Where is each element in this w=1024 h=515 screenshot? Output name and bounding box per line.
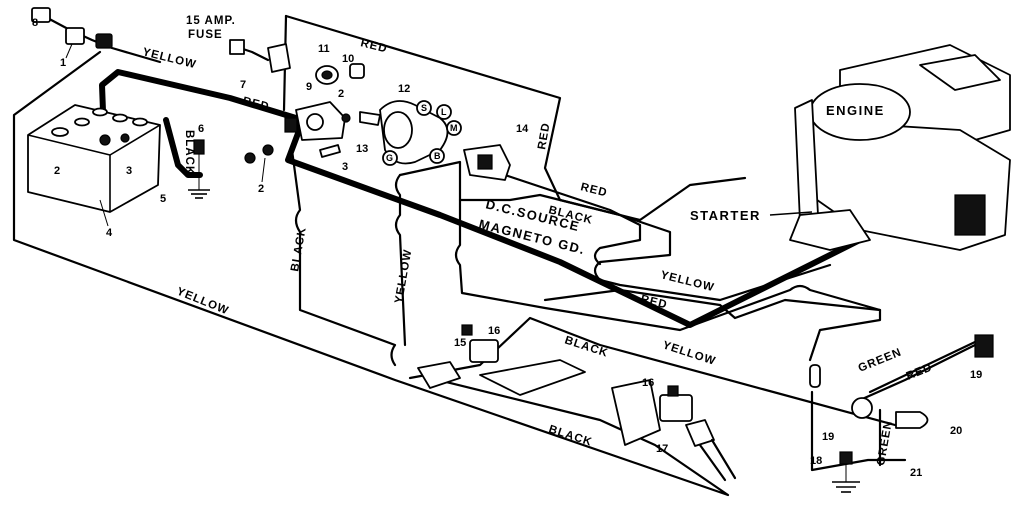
- label-black-upper-seat: BLACK: [563, 334, 610, 359]
- starter-label: STARTER: [690, 208, 761, 223]
- ignition-switch: [284, 101, 346, 141]
- key-parts: [244, 63, 365, 164]
- seat-switch: [417, 324, 586, 396]
- part-number-2: 2: [258, 183, 264, 195]
- starter-solenoid: [359, 100, 449, 165]
- label-black-left: BLACK: [289, 226, 309, 273]
- wire-harness: [12, 12, 987, 497]
- wire-yellow-outer: [12, 50, 730, 497]
- battery: [27, 104, 161, 213]
- fuse-label-line2: FUSE: [188, 29, 223, 41]
- part-number-19: 19: [970, 369, 982, 381]
- ground-6: [188, 139, 210, 199]
- starter-leader: [769, 211, 813, 216]
- label-red-top: RED: [359, 37, 388, 55]
- light-assembly: [809, 334, 994, 429]
- terminal-l: L: [441, 107, 447, 117]
- wire-black-seat: [398, 160, 882, 332]
- part-number-13: 13: [356, 143, 368, 155]
- terminal-m: M: [450, 123, 458, 133]
- part-number-9: 9: [306, 81, 312, 93]
- label-yellow-top: YELLOW: [141, 46, 197, 71]
- wire-red-outer: [284, 14, 747, 222]
- wire-green-top: [810, 390, 907, 472]
- label-red-right: RED: [905, 361, 935, 382]
- part-number-19: 19: [822, 431, 834, 443]
- engine: [789, 44, 1011, 251]
- part-number-3: 3: [126, 165, 132, 177]
- wire-ground-battery: [163, 117, 203, 178]
- part-number-14: 14: [516, 123, 529, 135]
- wire-black-left: [290, 148, 397, 367]
- wire-red-light: [868, 340, 977, 394]
- part-number-4: 4: [106, 227, 113, 239]
- ground-18: [832, 451, 860, 493]
- wire-green-light: [858, 338, 987, 402]
- label-red-mid: RED: [579, 181, 608, 199]
- solenoid-terminals: [382, 100, 462, 166]
- label-yellow-vertical: YELLOW: [393, 248, 414, 304]
- part-number-6: 6: [198, 123, 204, 135]
- part-number-1: 1: [60, 57, 66, 69]
- engine-label: ENGINE: [826, 103, 885, 118]
- wire-black-lower: [408, 316, 897, 427]
- wire-yellow-vertical: [394, 173, 407, 347]
- wire-ground-main: [99, 69, 863, 328]
- part-number-16: 16: [642, 377, 654, 389]
- terminal-s: S: [421, 103, 427, 113]
- part-number-12: 12: [398, 83, 410, 95]
- part-number-16: 16: [488, 325, 500, 337]
- fuse-label-line1: 15 AMP.: [186, 15, 236, 27]
- part-number-callouts: 1 2 2 2 3 3 4 5 6 7 8 9 10 11 12 13 14 1…: [32, 17, 982, 479]
- label-green-top: GREEN: [857, 346, 904, 374]
- label-yellow-mid: YELLOW: [659, 269, 715, 294]
- label-red-7: RED: [241, 95, 270, 113]
- terminal-g: G: [386, 153, 393, 163]
- terminal-b: B: [434, 151, 441, 161]
- connector-14: [463, 144, 511, 181]
- fuse-connector: [31, 7, 291, 73]
- label-black-bottom: BLACK: [547, 423, 594, 448]
- part-number-5: 5: [160, 193, 166, 205]
- part-number-2: 2: [54, 165, 60, 177]
- wire-plug: [38, 12, 162, 64]
- wire-red-lower: [543, 288, 882, 362]
- part-number-2: 2: [338, 88, 344, 100]
- part-number-20: 20: [950, 425, 962, 437]
- part-number-10: 10: [342, 53, 354, 65]
- part-number-11: 11: [318, 43, 330, 55]
- part-number-15: 15: [454, 337, 466, 349]
- switch-17: [611, 379, 737, 482]
- part-number-8: 8: [32, 17, 38, 29]
- part-number-21: 21: [910, 467, 922, 479]
- part-number-7: 7: [240, 79, 246, 91]
- part-number-17: 17: [656, 443, 668, 455]
- label-red-14: RED: [536, 122, 553, 151]
- wire-black-dc: [503, 173, 642, 266]
- part-number-3: 3: [342, 161, 348, 173]
- label-black-vertical: BLACK: [183, 130, 195, 175]
- part-number-18: 18: [810, 455, 822, 467]
